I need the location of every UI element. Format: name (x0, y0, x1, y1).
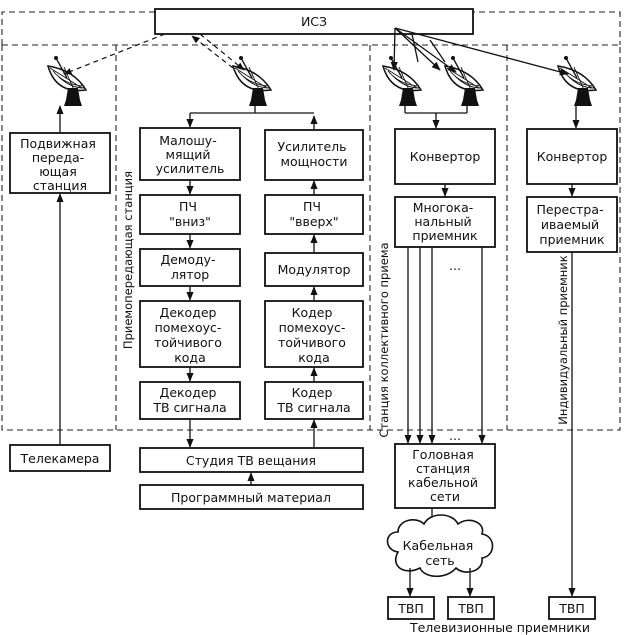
lna-block: Малошу- мящий усилитель (139, 127, 241, 181)
dish-collective-1-icon (382, 55, 422, 107)
svg-text:ТВП: ТВП (397, 601, 424, 616)
svg-text:ТВП: ТВП (457, 601, 484, 616)
headend-block: Головная станция кабельной сети (394, 443, 496, 509)
footer-caption: Телевизионные приемники (409, 620, 590, 635)
svg-text:Программный материал: Программный материал (171, 490, 331, 505)
program-block: Программный материал (139, 484, 364, 510)
power-amp-block: Усилитель мощности (264, 129, 364, 181)
individual-region-label: Индивидуальный приемник (556, 255, 570, 424)
svg-text:Усилитель мощности: Усилитель мощности (277, 139, 350, 169)
camera-block: Телекамера (9, 444, 111, 472)
svg-text:Демоду- лятор: Демоду- лятор (160, 252, 219, 282)
tvr-2-block: ТВП (447, 596, 495, 620)
if-down-block: ПЧ "вниз" (139, 194, 241, 235)
svg-text:Перестра- иваемый: Перестра- иваемый приемник (537, 202, 608, 247)
dish-collective-2-icon (444, 55, 484, 107)
svg-text:Подвижная переда-: Подвижная переда- ющая станция (20, 136, 100, 193)
svg-text:Головная станция к: Головная станция кабельной сети (408, 447, 482, 504)
svg-text:Конвертор: Конвертор (537, 149, 608, 164)
satellite-label: ИСЗ (301, 14, 327, 29)
svg-text:Модулятор: Модулятор (278, 262, 351, 277)
cable-network-cloud: Кабельная сеть (386, 514, 494, 578)
svg-text:Декодер помехоус-: Декодер помехоус- тойчивого кода (154, 305, 226, 365)
dish-mobile-icon (47, 55, 87, 107)
tvr-3-block: ТВП (548, 596, 596, 620)
studio-block: Студия ТВ вещания (139, 447, 364, 473)
fec-encoder-block: Кодер помехоус- тойчивого кода (264, 300, 364, 368)
satellite-links (63, 27, 569, 76)
channel-ellipsis-bottom: ... (449, 428, 461, 443)
tv-encoder-block: Кодер ТВ сигнала (264, 381, 364, 420)
transceiver-region-label: Приемопередающая станция (121, 171, 135, 349)
svg-text:ТВП: ТВП (558, 601, 585, 616)
svg-text:Кабельная сеть: Кабельная сеть (403, 538, 478, 568)
channel-ellipsis-top: ... (449, 258, 461, 273)
demodulator-block: Демоду- лятор (139, 248, 241, 287)
fec-decoder-block: Декодер помехоус- тойчивого кода (139, 300, 241, 368)
svg-text:Многока- нальный п: Многока- нальный приемник (412, 200, 478, 243)
tvr-1-block: ТВП (387, 596, 435, 620)
svg-text:Декодер ТВ сигнала: Декодер ТВ сигнала (152, 385, 226, 415)
modulator-block: Модулятор (264, 252, 364, 287)
if-up-block: ПЧ "вверх" (264, 194, 364, 235)
svg-text:Малошу- мящий усил: Малошу- мящий усилитель (156, 133, 225, 176)
svg-text:Студия ТВ вещания: Студия ТВ вещания (186, 453, 316, 468)
satellite-box: ИСЗ (154, 8, 474, 35)
collective-region-label: Станция коллективного приема (377, 242, 391, 437)
svg-text:Кодер ТВ сигнала: Кодер ТВ сигнала (276, 385, 350, 415)
converter-individual-block: Конвертор (526, 128, 618, 185)
svg-text:Конвертор: Конвертор (410, 149, 481, 164)
svg-text:Телекамера: Телекамера (20, 451, 100, 466)
tv-decoder-block: Декодер ТВ сигнала (139, 381, 241, 420)
tunable-receiver-block: Перестра- иваемый приемник (526, 196, 618, 253)
svg-text:ПЧ "вверх": ПЧ "вверх" (289, 199, 338, 229)
dish-individual-icon (557, 55, 597, 107)
channel-lines (404, 247, 486, 444)
multichannel-receiver-block: Многока- нальный приемник (394, 196, 496, 248)
dish-transceiver-icon (232, 55, 272, 107)
svg-text:Кодер помехоус- то: Кодер помехоус- тойчивого кода (278, 305, 350, 365)
converter-collective-block: Конвертор (394, 128, 496, 185)
mobile-station-block: Подвижная переда- ющая станция (9, 132, 111, 194)
svg-text:ПЧ "вниз": ПЧ "вниз" (169, 199, 211, 229)
